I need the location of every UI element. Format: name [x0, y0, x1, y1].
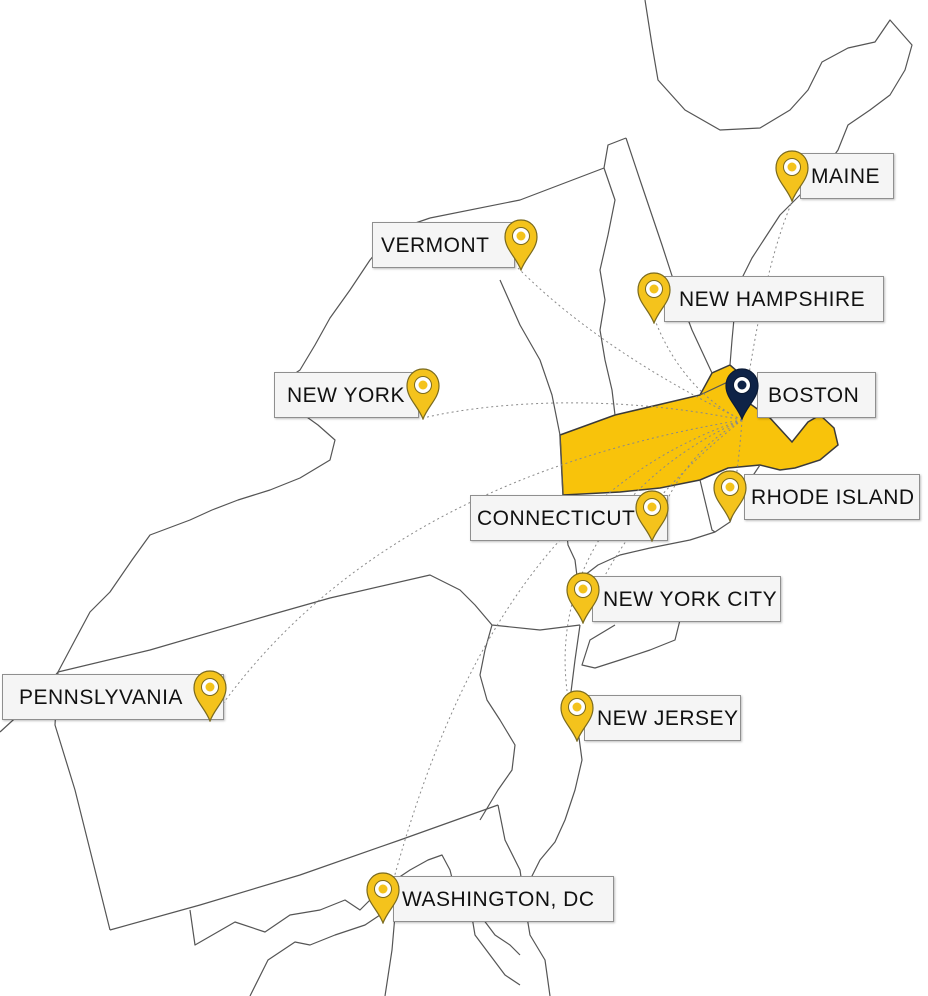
pa-south-border: [109, 804, 499, 931]
label-new-york: NEW YORK: [274, 372, 419, 418]
label-washington-dc: WASHINGTON, DC: [393, 876, 614, 922]
boston-location-pin-icon[interactable]: [724, 368, 760, 420]
label-new-hampshire: NEW HAMPSHIRE: [664, 276, 884, 322]
label-vermont-text: VERMONT: [381, 234, 490, 257]
route-new-jersey: [564, 419, 743, 739]
label-pennsylvania: PENNSLYVANIA: [2, 674, 224, 720]
label-rhode-island-text: RHODE ISLAND: [751, 486, 915, 509]
label-rhode-island: RHODE ISLAND: [744, 474, 920, 520]
potomac: [384, 914, 396, 996]
label-boston-text: BOSTON: [768, 384, 860, 407]
ny-pa-border: [57, 574, 581, 673]
new-york-west-border: [0, 217, 431, 733]
label-new-jersey: NEW JERSEY: [584, 695, 741, 741]
label-boston: BOSTON: [757, 372, 876, 418]
route-washington-dc: [382, 419, 743, 921]
route-pennsylvania: [209, 419, 743, 723]
outer-boundary: [644, 0, 913, 366]
route-new-york-city: [582, 419, 743, 623]
canada-border: [429, 137, 627, 219]
label-connecticut: CONNECTICUT: [470, 495, 668, 541]
label-new-hampshire-text: NEW HAMPSHIRE: [679, 288, 866, 311]
label-maine-text: MAINE: [811, 165, 881, 188]
label-pennsylvania-text: PENNSLYVANIA: [19, 686, 183, 709]
virginia-border: [249, 914, 381, 996]
label-washington-dc-text: WASHINGTON, DC: [402, 888, 595, 911]
new-york-city-location-pin-icon[interactable]: [565, 572, 601, 624]
vermont-location-pin-icon[interactable]: [503, 219, 539, 271]
ny-ct-border: [559, 434, 581, 601]
pennsylvania-location-pin-icon[interactable]: [192, 670, 228, 722]
label-new-york-text: NEW YORK: [287, 384, 405, 407]
washington-dc-location-pin-icon[interactable]: [365, 872, 401, 924]
new-jersey-location-pin-icon[interactable]: [559, 690, 595, 742]
ny-nj-border: [479, 624, 516, 821]
label-maine: MAINE: [800, 153, 894, 199]
connecticut-location-pin-icon[interactable]: [634, 490, 670, 542]
massachusetts-region: [559, 364, 839, 496]
new-hampshire-location-pin-icon[interactable]: [636, 272, 672, 324]
maine-location-pin-icon[interactable]: [774, 150, 810, 202]
route-new-hampshire: [654, 319, 743, 421]
ct-ri-border: [699, 479, 716, 533]
vermont-nh-border: [625, 137, 713, 374]
new-york-vermont-south: [499, 279, 561, 436]
label-connecticut-text: CONNECTICUT: [477, 507, 636, 530]
vermont-ny-border: [599, 167, 616, 416]
label-vermont: VERMONT: [372, 222, 515, 268]
nj-coast: [519, 624, 583, 906]
label-new-york-city-text: NEW YORK CITY: [603, 588, 778, 611]
rhode-island-location-pin-icon[interactable]: [712, 470, 748, 522]
label-new-york-city: NEW YORK CITY: [592, 576, 781, 622]
new-york-location-pin-icon[interactable]: [405, 368, 441, 420]
label-new-jersey-text: NEW JERSEY: [597, 707, 739, 730]
